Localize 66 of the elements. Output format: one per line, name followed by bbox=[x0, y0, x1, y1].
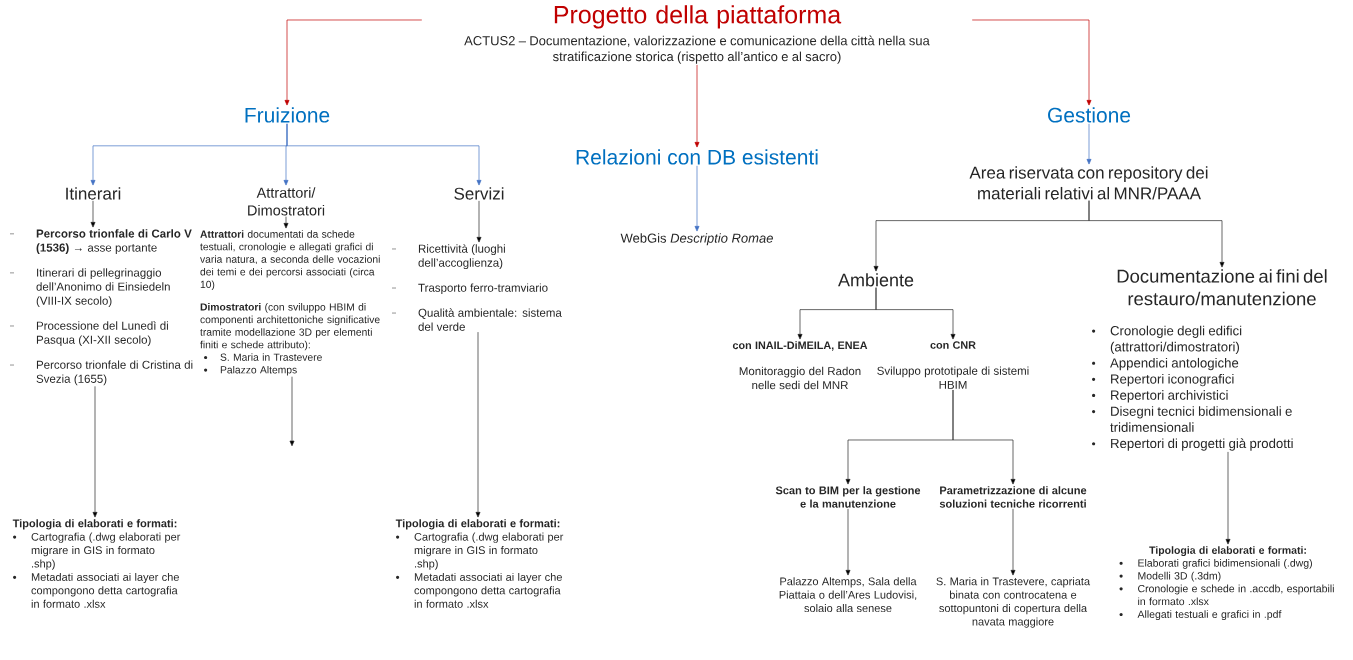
list-item: Ricettività (luoghi dell’accoglienza) bbox=[391, 244, 505, 270]
heading: Scan to BIM per la gestione e la manutenzione bbox=[775, 486, 921, 508]
arrow bbox=[284, 19, 423, 106]
list-item: Appendici antologiche bbox=[1092, 357, 1239, 371]
list-item: S. Maria in Trastevere bbox=[204, 353, 322, 361]
arrow bbox=[1010, 508, 1016, 576]
arrow bbox=[952, 389, 1016, 485]
list-item: Trasporto ferro-tramviario bbox=[391, 283, 548, 295]
paragraph: Attrattori documentati da schede testuali, cronologie e allegati grafici di varia natura, a seconda delle vocazioni dei temi e dei percorsi associati (circa 10) bbox=[200, 230, 380, 291]
heading: Tipologia di elaborati e formati: bbox=[12, 519, 177, 530]
list-item: Percorso trionfale di Cristina di Svezia (1655) bbox=[9, 360, 193, 386]
list-item: Palazzo Altemps bbox=[204, 365, 297, 376]
list-item: Cronologie e schede in .accdb, esportabili in formato .xlsx bbox=[1119, 584, 1334, 606]
heading: Parametrizzazione di alcune soluzioni tecniche ricorrenti bbox=[939, 486, 1087, 508]
list-item: Repertori archivistici bbox=[1092, 390, 1228, 403]
title: Progetto della piattaforma bbox=[554, 5, 842, 29]
list-item: Processione del Lunedì di Pasqua (XI-XII secolo) bbox=[9, 321, 168, 347]
arrow bbox=[92, 386, 98, 518]
heading: Fruizione bbox=[245, 107, 330, 123]
arrow bbox=[289, 376, 295, 447]
arrow bbox=[286, 123, 482, 186]
list-item: Cartografia (.dwg elaborati per migrare in GIS in formato .shp) bbox=[396, 532, 564, 570]
arrow bbox=[475, 331, 481, 518]
heading: Tipologia di elaborati e formati: bbox=[1149, 546, 1306, 557]
list-item: Allegati testuali e grafici in .pdf bbox=[1119, 610, 1282, 621]
list-item: Repertori di progetti già prodotti bbox=[1092, 438, 1293, 451]
arrow bbox=[1086, 123, 1092, 165]
heading: Gestione bbox=[1048, 107, 1131, 123]
list-item: Itinerari di pellegrinaggio dell’Anonimo di Einsiedeln (VIII-IX secolo) bbox=[9, 268, 170, 308]
heading: WebGis Descriptio Romae bbox=[620, 233, 773, 246]
heading: Tipologia di elaborati e formati: bbox=[395, 519, 560, 530]
heading: con CNR bbox=[930, 341, 976, 349]
heading: Attrattori/ Dimostratori bbox=[248, 187, 325, 216]
heading: Servizi bbox=[454, 187, 504, 200]
arrow bbox=[476, 200, 482, 243]
list-item: Percorso trionfale di Carlo V (1536) → asse portante bbox=[9, 229, 192, 254]
list-item: Modelli 3D (.3dm) bbox=[1119, 571, 1221, 582]
list-item: Repertori iconografici bbox=[1092, 374, 1234, 387]
heading: Monitoraggio del Radon nelle sedi del MNR bbox=[739, 366, 861, 390]
list-item: Cronologie degli edifici (attrattori/dimostratori) bbox=[1092, 325, 1242, 355]
heading: Documentazione ai fini del restauro/manutenzione bbox=[1117, 269, 1327, 306]
heading: S. Maria in Trastevere, capriata binata con controcatena e sottopuntoni di copertura della navata maggiore bbox=[936, 577, 1091, 628]
arrow bbox=[694, 165, 700, 232]
list-item: Qualità ambientale: sistema del verde bbox=[391, 308, 562, 331]
list-item: Metadati associati ai layer che compongono detta cartografia in formato .xlsx bbox=[13, 572, 179, 608]
arrow bbox=[694, 64, 700, 148]
arrow bbox=[283, 216, 289, 229]
heading: ACTUS2 – Documentazione, valorizzazione e comunicazione della città nella sua stratificazione storica (rispetto all’antico e al sacro) bbox=[464, 35, 930, 64]
arrow bbox=[1088, 200, 1225, 268]
arrow bbox=[971, 19, 1092, 106]
list-item: Cartografia (.dwg elaborati per migrare in GIS in formato .shp) bbox=[13, 532, 181, 570]
arrow bbox=[845, 508, 851, 576]
heading: con INAIL-DiMEILA, ENEA bbox=[732, 341, 868, 351]
list-item: Disegni tecnici bidimensionali e tridimensionali bbox=[1092, 406, 1292, 432]
heading: Palazzo Altemps, Sala della Piattaia o dell’Ares Ludovisi, solaio alla senese bbox=[779, 577, 917, 613]
list-item: Metadati associati ai layer che compongono detta cartografia in formato .xlsx bbox=[396, 572, 562, 608]
heading: Relazioni con DB esistenti bbox=[576, 149, 818, 165]
paragraph: Dimostratori (con sviluppo HBIM di componenti architettoniche significative tramite modellazione 3D per elementi finiti e schede attributo): bbox=[200, 303, 380, 351]
arrow bbox=[875, 287, 956, 340]
arrow bbox=[1225, 451, 1231, 545]
heading: Area riservata con repository dei materiali relativi al MNR/PAAA bbox=[969, 166, 1208, 200]
arrow bbox=[90, 200, 96, 228]
heading: Itinerari bbox=[66, 187, 121, 200]
heading: Ambiente bbox=[838, 273, 914, 287]
list-item: Elaborati grafici bidimensionali (.dwg) bbox=[1119, 559, 1312, 569]
heading: Sviluppo prototipale di sistemi HBIM bbox=[877, 366, 1029, 389]
